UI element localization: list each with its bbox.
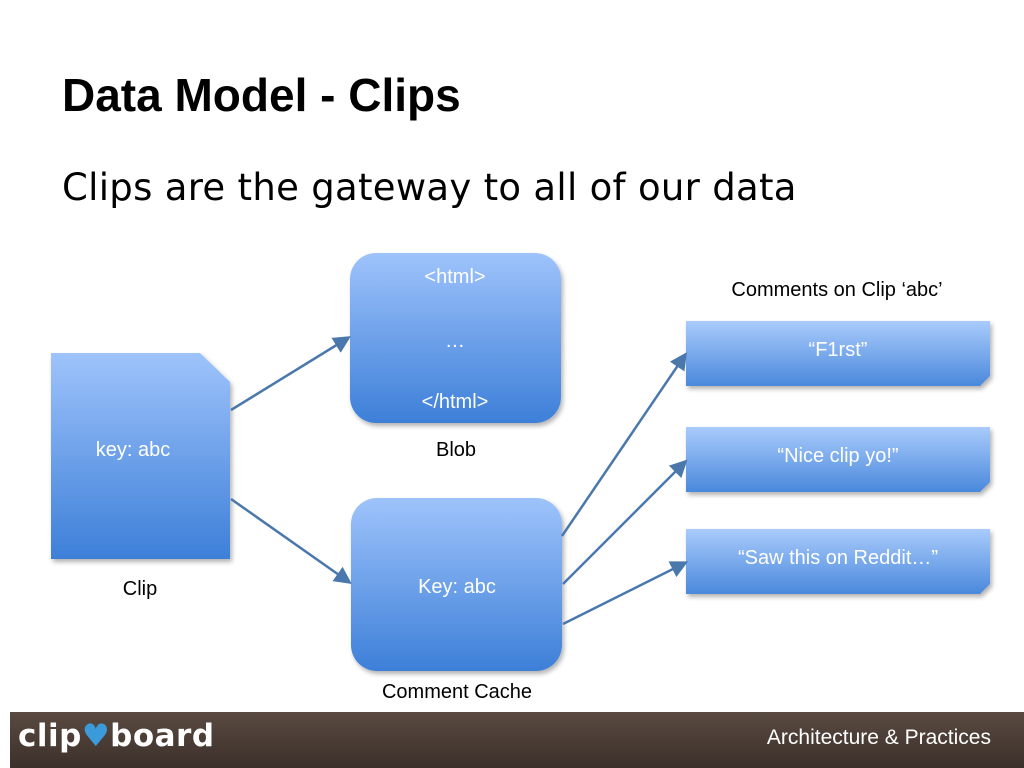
- comment-text: “Saw this on Reddit…”: [738, 547, 938, 569]
- comment-box-shape: [686, 427, 990, 492]
- comment-box-shape: [686, 529, 990, 594]
- clip-shape: [51, 353, 230, 559]
- footer-bar: clip♥board Architecture & Practices: [10, 712, 1024, 768]
- arrow-cache-to-comment-3: [562, 561, 689, 626]
- blob-caption: Blob: [436, 439, 476, 461]
- comment-box: “Nice clip yo!”: [686, 427, 990, 492]
- blob-shape: [350, 253, 561, 423]
- comment-box-shape: [686, 321, 990, 386]
- comment-cache-caption: Comment Cache: [382, 681, 532, 703]
- arrow-cache-to-comment-1: [560, 352, 687, 537]
- comment-cache-node: Key: abc Comment Cache: [351, 498, 562, 703]
- clip-node: key: abc Clip: [51, 353, 230, 600]
- blob-line-close: </html>: [422, 391, 489, 413]
- slide-title: Data Model - Clips: [62, 69, 461, 121]
- clip-caption: Clip: [123, 578, 157, 600]
- clip-key-text: key: abc: [96, 439, 170, 461]
- logo-text-right: board: [110, 718, 215, 754]
- slide-subtitle: Clips are the gateway to all of our data: [62, 166, 797, 209]
- heart-icon: ♥: [81, 718, 111, 754]
- blob-node: <html> … </html> Blob: [350, 253, 561, 461]
- clipboard-logo: clip♥board: [18, 718, 215, 754]
- blob-line-open: <html>: [424, 266, 485, 288]
- arrow-cache-to-comment-2: [562, 459, 688, 585]
- logo-text-left: clip: [18, 718, 82, 754]
- comment-box: “Saw this on Reddit…”: [686, 529, 990, 594]
- comment-text: “Nice clip yo!”: [777, 445, 898, 467]
- comment-cache-key-text: Key: abc: [418, 576, 496, 598]
- comment-box: “F1rst”: [686, 321, 990, 386]
- arrow-clip-to-comment-cache: [230, 497, 352, 585]
- comments-header: Comments on Clip ‘abc’: [731, 279, 942, 301]
- blob-line-ellipsis: …: [445, 330, 465, 352]
- comment-cache-shape: [351, 498, 562, 671]
- comment-text: “F1rst”: [809, 339, 868, 361]
- footer-section-title: Architecture & Practices: [766, 726, 991, 749]
- arrow-clip-to-blob: [230, 336, 351, 412]
